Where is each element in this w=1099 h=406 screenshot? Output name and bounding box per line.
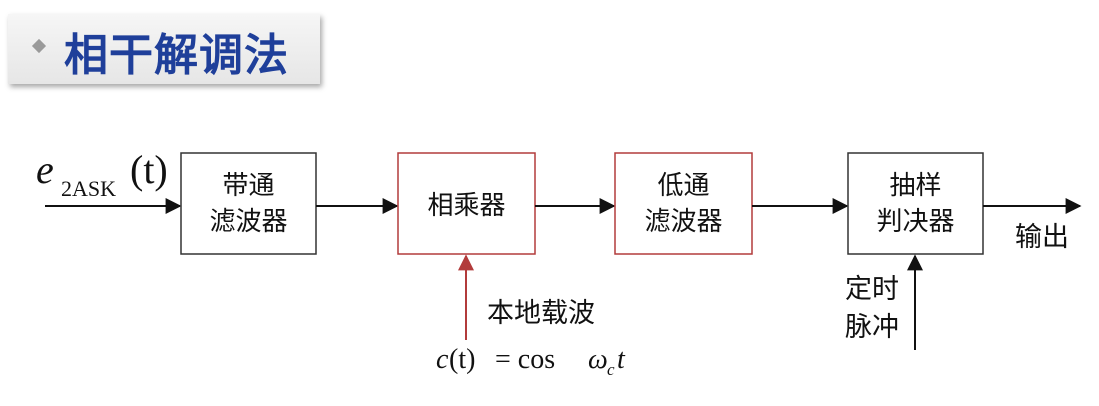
output-label: 输出 — [1015, 222, 1069, 253]
block-sampler-line1: 抽样 — [889, 171, 941, 201]
svg-text:e: e — [36, 147, 54, 192]
carrier-formula: c (t) = cos ω c t — [436, 344, 626, 379]
block-bandpass-filter: 带通 滤波器 — [180, 152, 317, 255]
block-lowpass-line1: 低通 — [657, 171, 709, 201]
carrier-label: 本地载波 — [487, 298, 595, 329]
block-bandpass-line2: 滤波器 — [209, 207, 287, 237]
block-sample-decision: 抽样 判决器 — [847, 152, 984, 255]
input-signal-label: e 2ASK (t) — [36, 147, 168, 201]
block-bandpass-line1: 带通 — [222, 171, 274, 201]
svg-text:(t): (t) — [130, 147, 168, 192]
block-sampler-line2: 判决器 — [876, 207, 954, 237]
svg-text:c: c — [607, 360, 615, 379]
block-lowpass-line2: 滤波器 — [644, 207, 722, 237]
svg-text:(t): (t) — [449, 344, 475, 375]
svg-text:ω: ω — [588, 344, 608, 375]
section-title-bar: 相干解调法 — [8, 14, 320, 84]
block-lowpass-filter: 低通 滤波器 — [614, 152, 753, 255]
block-multiplier: 相乘器 — [397, 152, 536, 255]
block-multiplier-label: 相乘器 — [427, 191, 505, 221]
timing-label-line1: 定时 — [845, 274, 899, 305]
svg-text:2ASK: 2ASK — [61, 176, 116, 201]
svg-text:= cos: = cos — [488, 344, 562, 375]
section-title: 相干解调法 — [64, 30, 289, 81]
svg-text:t: t — [617, 344, 626, 375]
timing-label-line2: 脉冲 — [845, 312, 899, 343]
svg-text:c: c — [436, 344, 449, 375]
